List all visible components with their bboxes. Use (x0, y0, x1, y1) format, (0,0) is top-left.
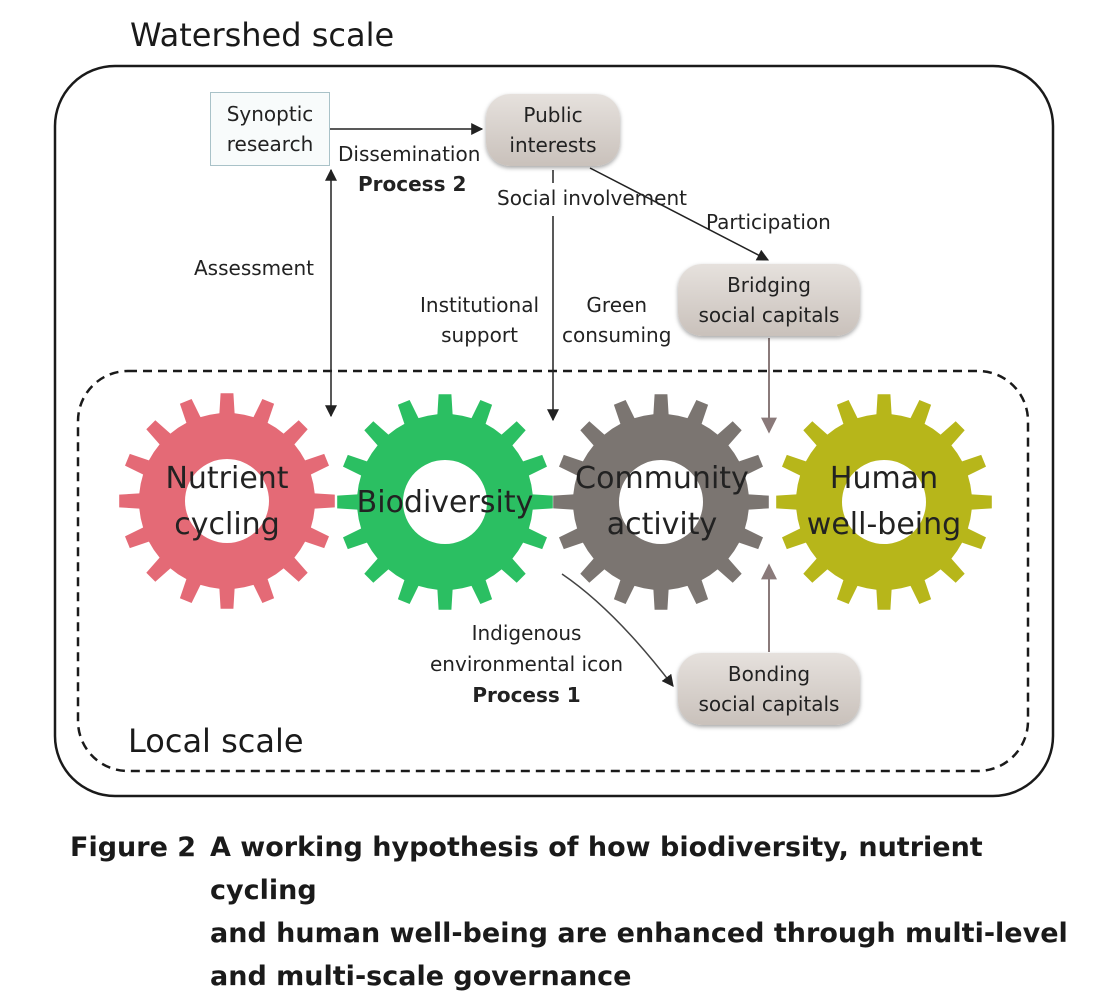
gear-nutrient (119, 393, 335, 609)
gear-community (553, 394, 769, 610)
participation-label: Participation (706, 210, 831, 234)
indigenous-icon-label: Indigenous environmental icon Process 1 (430, 618, 623, 711)
bridging-line-2: social capitals (698, 303, 840, 327)
institutional-line-2: support (441, 323, 518, 347)
green-line-1: Green (586, 293, 647, 317)
figure-number: Figure 2 (70, 832, 197, 863)
gear-label-biodiversity: Biodiversity (348, 480, 542, 526)
institutional-support-label: Institutional support (420, 290, 539, 350)
bridging-line-1: Bridging (727, 273, 811, 297)
bonding-line-1: Bonding (727, 662, 811, 686)
green-consuming-label: Green consuming (562, 290, 671, 350)
green-line-2: consuming (562, 323, 672, 347)
human-line-1: Human (829, 461, 939, 496)
social-involvement-label: Social involvement (497, 186, 687, 210)
public-line-2: interests (509, 133, 597, 157)
synoptic-line-1: Synoptic (226, 102, 314, 126)
nutrient-line-1: Nutrient (165, 461, 289, 496)
gear-label-nutrient: Nutrient cycling (131, 456, 323, 548)
watershed-scale-label: Watershed scale (130, 16, 395, 54)
gear-label-human: Human well-being (786, 456, 982, 548)
indigenous-arrow (561, 573, 674, 687)
community-line-2: activity (606, 507, 718, 542)
gear-label-community: Community activity (562, 456, 762, 548)
bonding-social-capitals-node: Bonding social capitals (678, 653, 860, 725)
figure-caption-text: A working hypothesis of how biodiversity… (210, 826, 1070, 998)
caption-line-1: A working hypothesis of how biodiversity… (210, 832, 983, 906)
public-interests-node: Public interests (486, 94, 620, 166)
synoptic-research-box: Synoptic research (210, 92, 330, 166)
bonding-line-2: social capitals (698, 692, 840, 716)
assessment-label: Assessment (194, 256, 314, 280)
caption-line-2: and human well-being are enhanced throug… (210, 918, 1068, 949)
human-line-2: well-being (806, 507, 962, 542)
process-1-label: Process 1 (472, 683, 581, 707)
gears-group (119, 393, 992, 610)
indigenous-line-1: Indigenous (471, 621, 582, 645)
watershed-frame (53, 64, 1055, 798)
figure-caption: Figure 2 A working hypothesis of how bio… (70, 826, 1070, 992)
institutional-line-1: Institutional (420, 293, 540, 317)
diagram-canvas (53, 64, 1055, 798)
biodiversity-line-1: Biodiversity (356, 485, 534, 520)
process-2-label: Process 2 (358, 172, 467, 196)
public-line-1: Public (523, 103, 583, 127)
gear-human (776, 394, 992, 610)
indigenous-line-2: environmental icon (430, 652, 624, 676)
participation-arrow (589, 167, 770, 261)
community-line-1: Community (575, 461, 749, 496)
nutrient-line-2: cycling (174, 507, 280, 542)
dissemination-label: Dissemination (338, 142, 481, 166)
caption-line-3: and multi-scale governance (210, 961, 632, 992)
gear-biodiversity (337, 394, 553, 610)
local-scale-label: Local scale (128, 722, 304, 760)
synoptic-line-2: research (226, 132, 314, 156)
bridging-social-capitals-node: Bridging social capitals (678, 264, 860, 336)
